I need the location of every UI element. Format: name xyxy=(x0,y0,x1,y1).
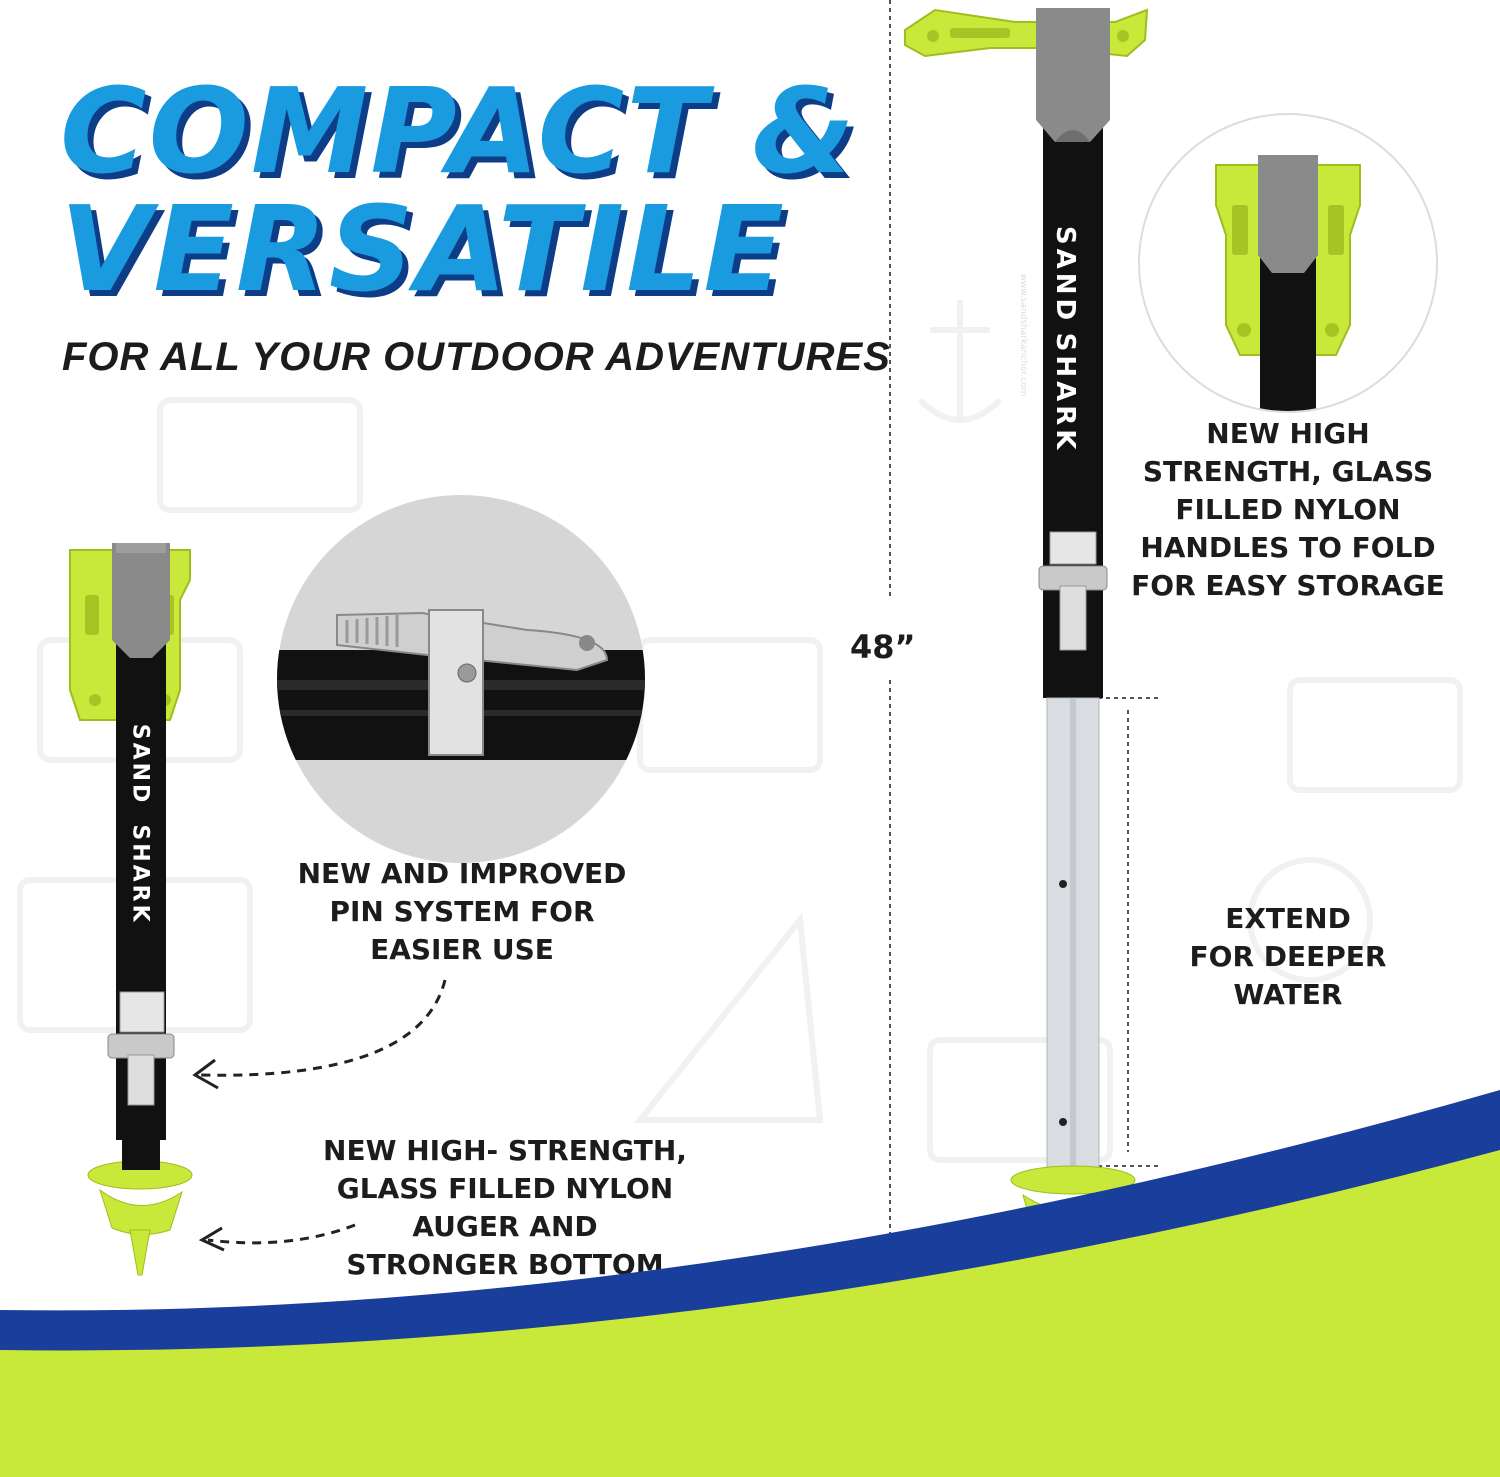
pin-caption-line-2: PIN SYSTEM FOR xyxy=(329,895,595,928)
bottom-wave-decoration xyxy=(0,1090,1500,1477)
extend-caption-line-1: EXTEND xyxy=(1225,902,1351,935)
headline-line-1: COMPACT & xyxy=(60,62,857,200)
auger-caption-line-2: GLASS FILLED NYLON xyxy=(336,1172,674,1205)
extend-caption-line-3: WATER xyxy=(1233,978,1343,1011)
handles-caption-line-4: HANDLES TO FOLD xyxy=(1140,531,1436,564)
brand-name-bottom: SHARK xyxy=(127,824,153,925)
folded-anchor-image xyxy=(69,543,193,1276)
handles-detail-image xyxy=(1215,155,1361,411)
extended-anchor-brand: SAND SHARK www.sandsharkanchor.com xyxy=(1018,226,1085,454)
extended-anchor-image xyxy=(904,8,1149,1286)
auger-caption-line-3: AUGER AND xyxy=(412,1210,598,1243)
extended-brand-url: www.sandsharkanchor.com xyxy=(1018,273,1028,397)
pin-detail-circle xyxy=(277,495,645,863)
pin-system-caption: NEW AND IMPROVED PIN SYSTEM FOR EASIER U… xyxy=(262,855,662,969)
headline-line-2: VERSATILE xyxy=(60,180,786,318)
handles-caption-line-5: FOR EASY STORAGE xyxy=(1131,569,1445,602)
extend-caption-line-2: FOR DEEPER xyxy=(1189,940,1387,973)
auger-caption-line-1: NEW HIGH- STRENGTH, xyxy=(323,1134,687,1167)
handles-caption-line-2: STRENGTH, GLASS xyxy=(1142,455,1434,488)
handles-caption-line-1: NEW HIGH xyxy=(1206,417,1370,450)
length-dimension-label: 48” xyxy=(850,628,916,666)
extend-caption: EXTEND FOR DEEPER WATER xyxy=(1168,900,1408,1014)
pin-caption-line-1: NEW AND IMPROVED xyxy=(297,857,627,890)
handles-detail-circle xyxy=(1138,113,1438,413)
extended-brand-name-bottom: SHARK xyxy=(1050,332,1080,454)
folded-anchor-brand: SAND SHARK xyxy=(120,712,160,925)
callout-arrows xyxy=(192,979,447,1252)
pin-detail-image xyxy=(277,609,645,760)
extended-brand-name-top: SAND xyxy=(1050,225,1080,325)
subhead: FOR ALL YOUR OUTDOOR ADVENTURES xyxy=(62,335,891,379)
pin-caption-line-3: EASIER USE xyxy=(370,933,554,966)
handles-caption-line-3: FILLED NYLON xyxy=(1175,493,1401,526)
handles-caption: NEW HIGH STRENGTH, GLASS FILLED NYLON HA… xyxy=(1128,415,1448,605)
